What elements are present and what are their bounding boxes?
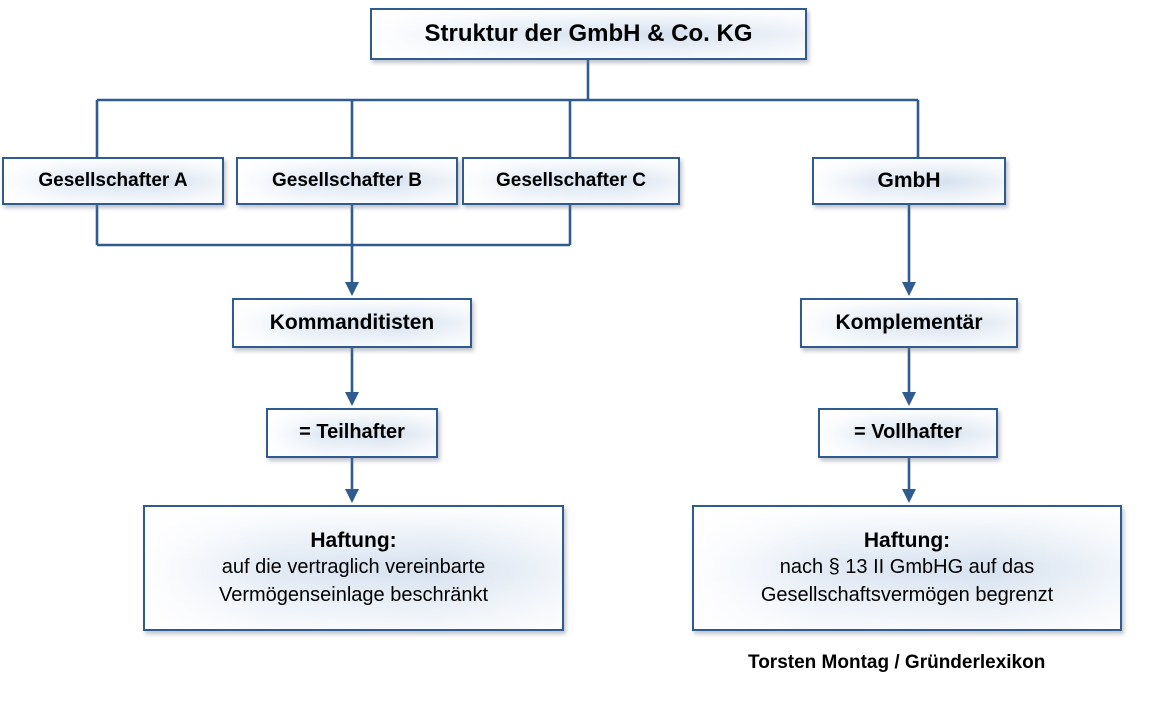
arrow-heads — [345, 282, 916, 503]
vollhafter-label: = Vollhafter — [854, 421, 962, 444]
shareholder-c-box: Gesellschafter C — [462, 157, 680, 205]
haftung-right-box: Haftung: nach § 13 II GmbHG auf das Gese… — [692, 505, 1122, 631]
arrowhead-haftung-left — [345, 489, 359, 503]
haftung-right-detail: nach § 13 II GmbHG auf das Gesellschafts… — [760, 556, 1054, 606]
haftung-left-box: Haftung: auf die vertraglich vereinbarte… — [143, 505, 564, 631]
arrowhead-kommanditisten — [345, 282, 359, 296]
haftung-left-detail: auf die vertraglich vereinbarte Vermögen… — [218, 556, 489, 606]
kommanditisten-label: Kommanditisten — [269, 310, 435, 334]
shareholder-b-label: Gesellschafter B — [272, 169, 422, 191]
arrowhead-teilhafter — [345, 392, 359, 406]
shareholder-b-box: Gesellschafter B — [236, 157, 458, 205]
arrowhead-haftung-right — [902, 489, 916, 503]
haftung-left-heading: Haftung: — [310, 528, 397, 552]
arrowhead-vollhafter — [902, 392, 916, 406]
komplementaer-box: Komplementär — [800, 298, 1018, 348]
diagram-title: Struktur der GmbH & Co. KG — [424, 19, 753, 47]
arrowhead-komplementaer — [902, 282, 916, 296]
credit-line: Torsten Montag / Gründerlexikon — [748, 652, 1046, 673]
vollhafter-box: = Vollhafter — [818, 408, 998, 458]
shareholder-a-label: Gesellschafter A — [38, 169, 188, 191]
teilhafter-box: = Teilhafter — [266, 408, 438, 458]
diagram-title-box: Struktur der GmbH & Co. KG — [370, 8, 807, 60]
shareholder-a-box: Gesellschafter A — [2, 157, 224, 205]
shareholder-c-label: Gesellschafter C — [496, 169, 646, 191]
gmbh-box: GmbH — [812, 157, 1006, 205]
haftung-right-heading: Haftung: — [863, 528, 951, 552]
teilhafter-label: = Teilhafter — [299, 421, 405, 444]
komplementaer-label: Komplementär — [835, 310, 983, 334]
kommanditisten-box: Kommanditisten — [232, 298, 472, 348]
gmbh-label: GmbH — [877, 168, 941, 192]
